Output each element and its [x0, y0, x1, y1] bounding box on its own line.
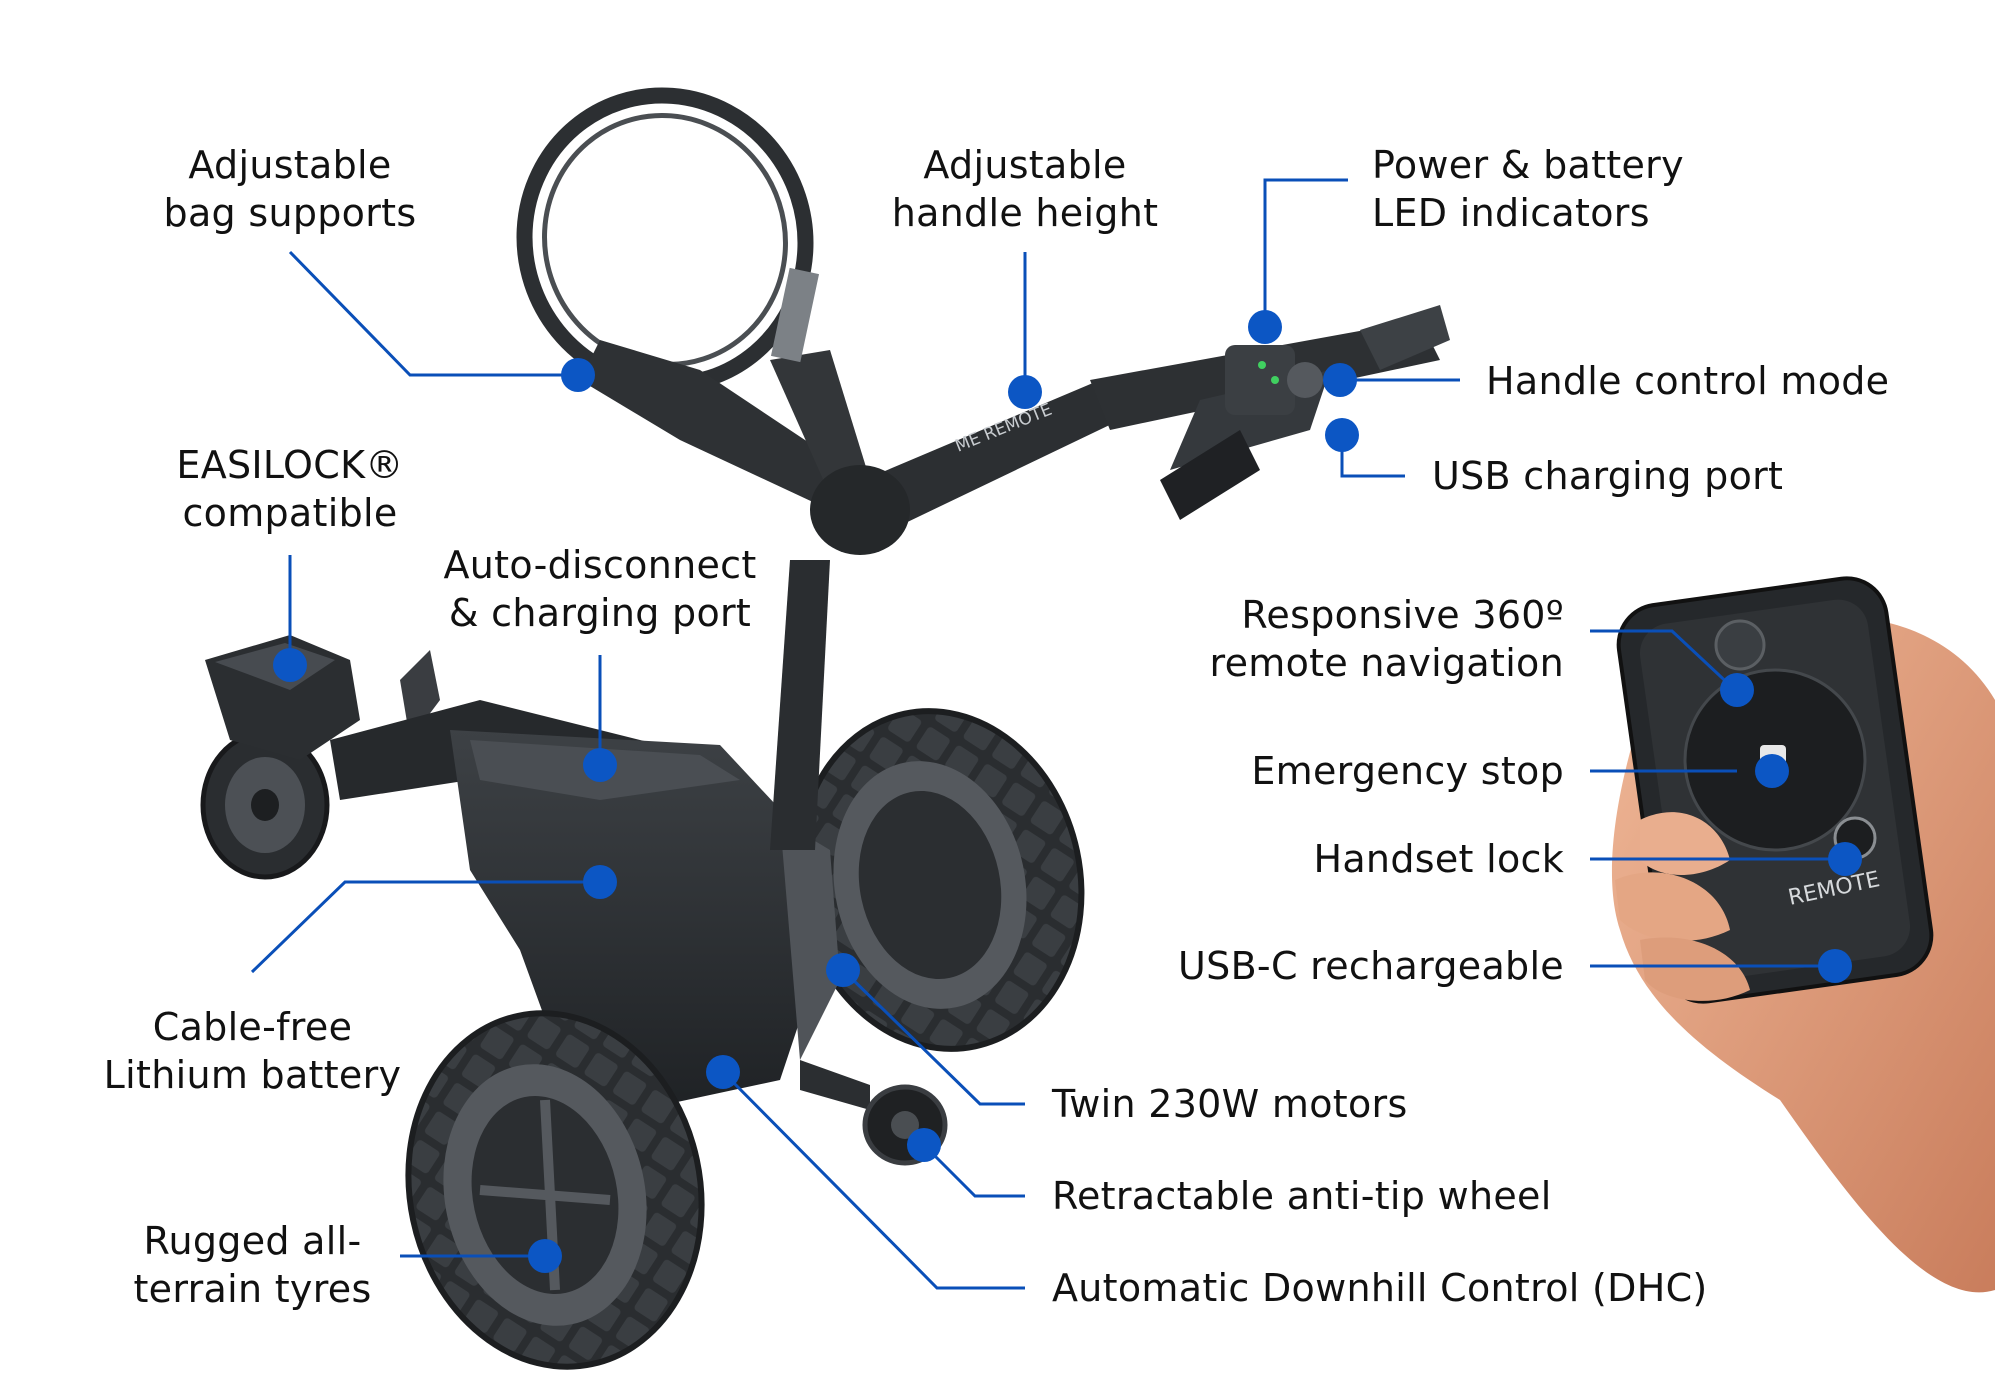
label-handle-height: Adjustable handle height	[891, 143, 1159, 235]
dot-bag-supports	[561, 358, 595, 392]
dot-handle-height	[1008, 375, 1042, 409]
handle-tbar	[1090, 305, 1450, 520]
stem-column	[770, 560, 830, 850]
rear-right-wheel	[795, 708, 1085, 1052]
label-usb-port: USB charging port	[1432, 454, 1784, 498]
dot-emergency-stop	[1755, 754, 1789, 788]
dot-handle-control	[1323, 363, 1357, 397]
dot-motors	[826, 953, 860, 987]
label-usbc: USB-C rechargeable	[1178, 944, 1564, 988]
leader-motors	[841, 968, 1025, 1106]
rear-left-wheel	[405, 1010, 705, 1370]
dot-usb-port	[1325, 418, 1359, 452]
leader-led-indicators	[1263, 178, 1348, 327]
label-bag-supports: Adjustable bag supports	[163, 143, 417, 235]
label-auto-disconnect: Auto-disconnect & charging port	[443, 543, 757, 635]
label-anti-tip: Retractable anti-tip wheel	[1052, 1174, 1552, 1218]
dot-easilock	[273, 648, 307, 682]
bag-support-frame	[516, 87, 870, 510]
label-handset-lock: Handset lock	[1313, 837, 1564, 881]
dot-led-indicators	[1248, 310, 1282, 344]
dot-auto-disconnect	[583, 748, 617, 782]
dot-battery	[583, 865, 617, 899]
leader-battery	[250, 880, 600, 974]
dot-remote-nav	[1720, 673, 1754, 707]
callout-leader-lines	[250, 178, 1845, 1290]
label-emergency-stop: Emergency stop	[1251, 749, 1564, 793]
leader-bag-supports	[288, 250, 578, 377]
label-battery: Cable-free Lithium battery	[103, 1005, 402, 1097]
front-wheel	[200, 730, 330, 880]
label-dhc: Automatic Downhill Control (DHC)	[1052, 1266, 1708, 1310]
label-easilock: EASILOCK® compatible	[176, 443, 404, 535]
label-motors: Twin 230W motors	[1052, 1082, 1408, 1126]
handle-arm: ME REMOTE	[810, 380, 1120, 555]
label-remote-nav: Responsive 360º remote navigation	[1209, 593, 1564, 685]
label-handle-control: Handle control mode	[1486, 359, 1890, 403]
dot-dhc	[706, 1055, 740, 1089]
dot-handset-lock	[1828, 842, 1862, 876]
dot-anti-tip	[907, 1128, 941, 1162]
hand-with-remote: REMOTE	[1611, 576, 1995, 1293]
trolley-body	[450, 730, 840, 1110]
leader-anti-tip	[922, 1143, 1025, 1198]
leader-dhc	[721, 1070, 1025, 1290]
easilock-bracket	[205, 635, 440, 760]
leader-remote-nav	[1590, 629, 1737, 692]
dot-usbc	[1818, 949, 1852, 983]
callout-dots	[273, 310, 1862, 1273]
dot-tyres	[528, 1239, 562, 1273]
label-led-indicators: Power & battery LED indicators	[1372, 143, 1684, 235]
label-tyres: Rugged all- terrain tyres	[133, 1219, 372, 1311]
